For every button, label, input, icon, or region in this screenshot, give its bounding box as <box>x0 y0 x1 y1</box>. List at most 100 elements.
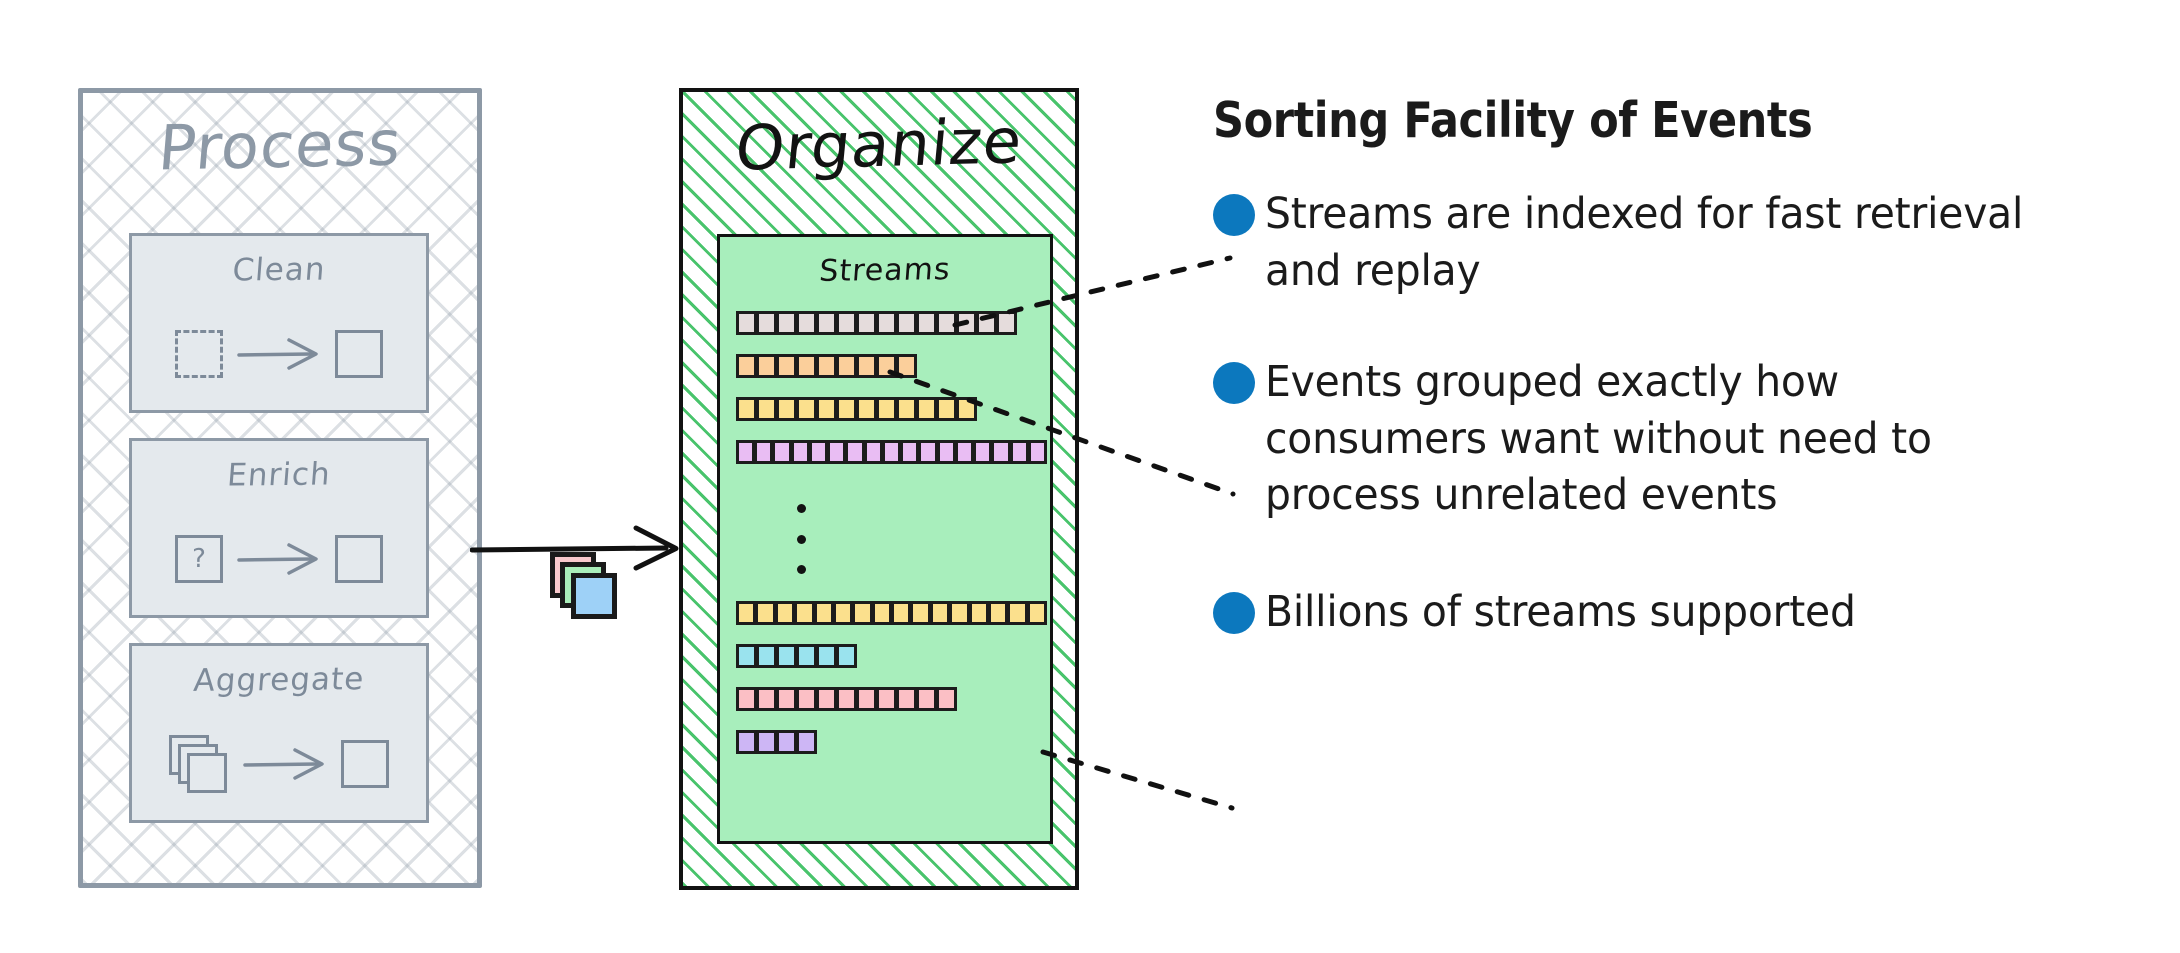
process-card-label: Aggregate <box>192 661 366 699</box>
stream-cell <box>736 397 757 421</box>
stream-cell <box>900 440 920 464</box>
stream-cell <box>736 687 757 711</box>
stream-cell <box>808 440 829 464</box>
stream-cell <box>736 440 756 464</box>
stream-cell <box>976 311 997 335</box>
stream-cell <box>876 687 897 711</box>
stream-row <box>736 440 1047 464</box>
stream-cell <box>856 687 877 711</box>
stream-cell <box>954 440 975 464</box>
stream-rows-top <box>736 311 1047 773</box>
organize-panel: Organize Streams <box>679 88 1079 890</box>
stream-cell <box>916 311 937 335</box>
stream-cell <box>796 644 817 668</box>
square-icon <box>335 535 383 583</box>
stream-cell <box>949 601 970 625</box>
stream-cell <box>827 440 847 464</box>
process-card-label: Enrich <box>225 456 333 494</box>
bullet-text: Streams are indexed for fast retrieval a… <box>1265 189 2024 297</box>
stream-cell <box>936 311 957 335</box>
right-text-column: Sorting Facility of Events Streams are i… <box>1213 95 2113 641</box>
stream-cell <box>736 354 757 378</box>
process-card-icons: ? <box>132 519 426 599</box>
stream-cell <box>876 354 897 378</box>
stream-cell <box>816 354 837 378</box>
stream-cell <box>987 601 1009 625</box>
bullet-item: Events grouped exactly how consumers wan… <box>1213 354 2113 524</box>
organize-panel-title: Organize <box>732 104 1026 185</box>
bullet-dot-icon <box>1213 592 1255 635</box>
stream-cell <box>813 601 834 625</box>
arrow-right-icon <box>243 748 324 780</box>
process-card-icons <box>132 314 426 394</box>
stream-cell <box>816 644 837 668</box>
stream-cell <box>936 687 957 711</box>
stream-cell <box>796 311 817 335</box>
stream-row <box>736 687 1046 711</box>
square-icon <box>341 740 389 788</box>
bullet-text: Billions of streams supported <box>1265 587 1856 638</box>
stream-cell <box>836 311 857 335</box>
dashed-square-icon <box>175 330 223 378</box>
process-card-label: Clean <box>231 251 327 289</box>
process-panel-title: Process <box>155 106 405 185</box>
stream-cell <box>756 644 777 668</box>
stream-cell <box>876 397 897 421</box>
stream-cell <box>916 687 937 711</box>
stream-cell <box>816 397 837 421</box>
stream-cell <box>910 601 931 625</box>
stream-cell <box>852 601 873 625</box>
stream-cell <box>856 311 877 335</box>
stream-cell <box>956 397 977 421</box>
streams-label: Streams <box>818 252 952 289</box>
stream-cell <box>1009 440 1029 464</box>
stream-cell <box>836 397 857 421</box>
stream-cell <box>1027 440 1047 464</box>
stream-cell <box>736 311 757 335</box>
stream-cell <box>918 440 938 464</box>
stream-cell <box>991 440 1011 464</box>
bullet-dot-icon <box>1213 361 1255 404</box>
stream-cell <box>756 730 777 754</box>
stream-cell <box>863 440 883 464</box>
stream-row <box>736 397 1046 421</box>
stream-cell <box>881 440 902 464</box>
stacked-events-icon <box>550 552 622 619</box>
stream-cell <box>776 730 797 754</box>
stream-cell <box>816 311 837 335</box>
stream-cell <box>736 601 757 625</box>
stream-cell <box>796 730 817 754</box>
stream-cell <box>776 354 797 378</box>
stream-cell <box>973 440 993 464</box>
stream-cell <box>776 687 797 711</box>
stream-cell <box>794 601 815 625</box>
stream-cell <box>796 397 817 421</box>
question-square-icon: ? <box>175 535 223 583</box>
process-to-organize-arrow-icon <box>470 525 679 571</box>
stream-cell <box>896 354 917 378</box>
stream-cell <box>816 687 837 711</box>
stream-cell <box>836 687 857 711</box>
stream-cell <box>756 354 777 378</box>
stream-cell <box>756 397 777 421</box>
stream-cell <box>856 397 877 421</box>
arrow-right-icon <box>237 543 318 575</box>
process-card-aggregate: Aggregate <box>129 643 429 823</box>
stream-cell <box>836 644 857 668</box>
bullet-item: Billions of streams supported <box>1213 584 2113 641</box>
stream-cell <box>796 354 817 378</box>
stream-row <box>736 644 1046 668</box>
stream-cell <box>836 354 857 378</box>
stream-cell <box>1007 601 1028 625</box>
stream-cell <box>754 440 774 464</box>
streams-box: Streams <box>717 234 1053 844</box>
stream-cell <box>856 354 877 378</box>
process-card-enrich: Enrich ? <box>129 438 429 618</box>
stream-cell <box>916 397 937 421</box>
process-panel: Process Clean Enrich ? <box>78 88 482 888</box>
stream-row <box>736 354 1046 378</box>
stream-cell <box>756 687 777 711</box>
stream-cell <box>736 730 757 754</box>
page-title: Sorting Facility of Events <box>1213 92 1813 149</box>
